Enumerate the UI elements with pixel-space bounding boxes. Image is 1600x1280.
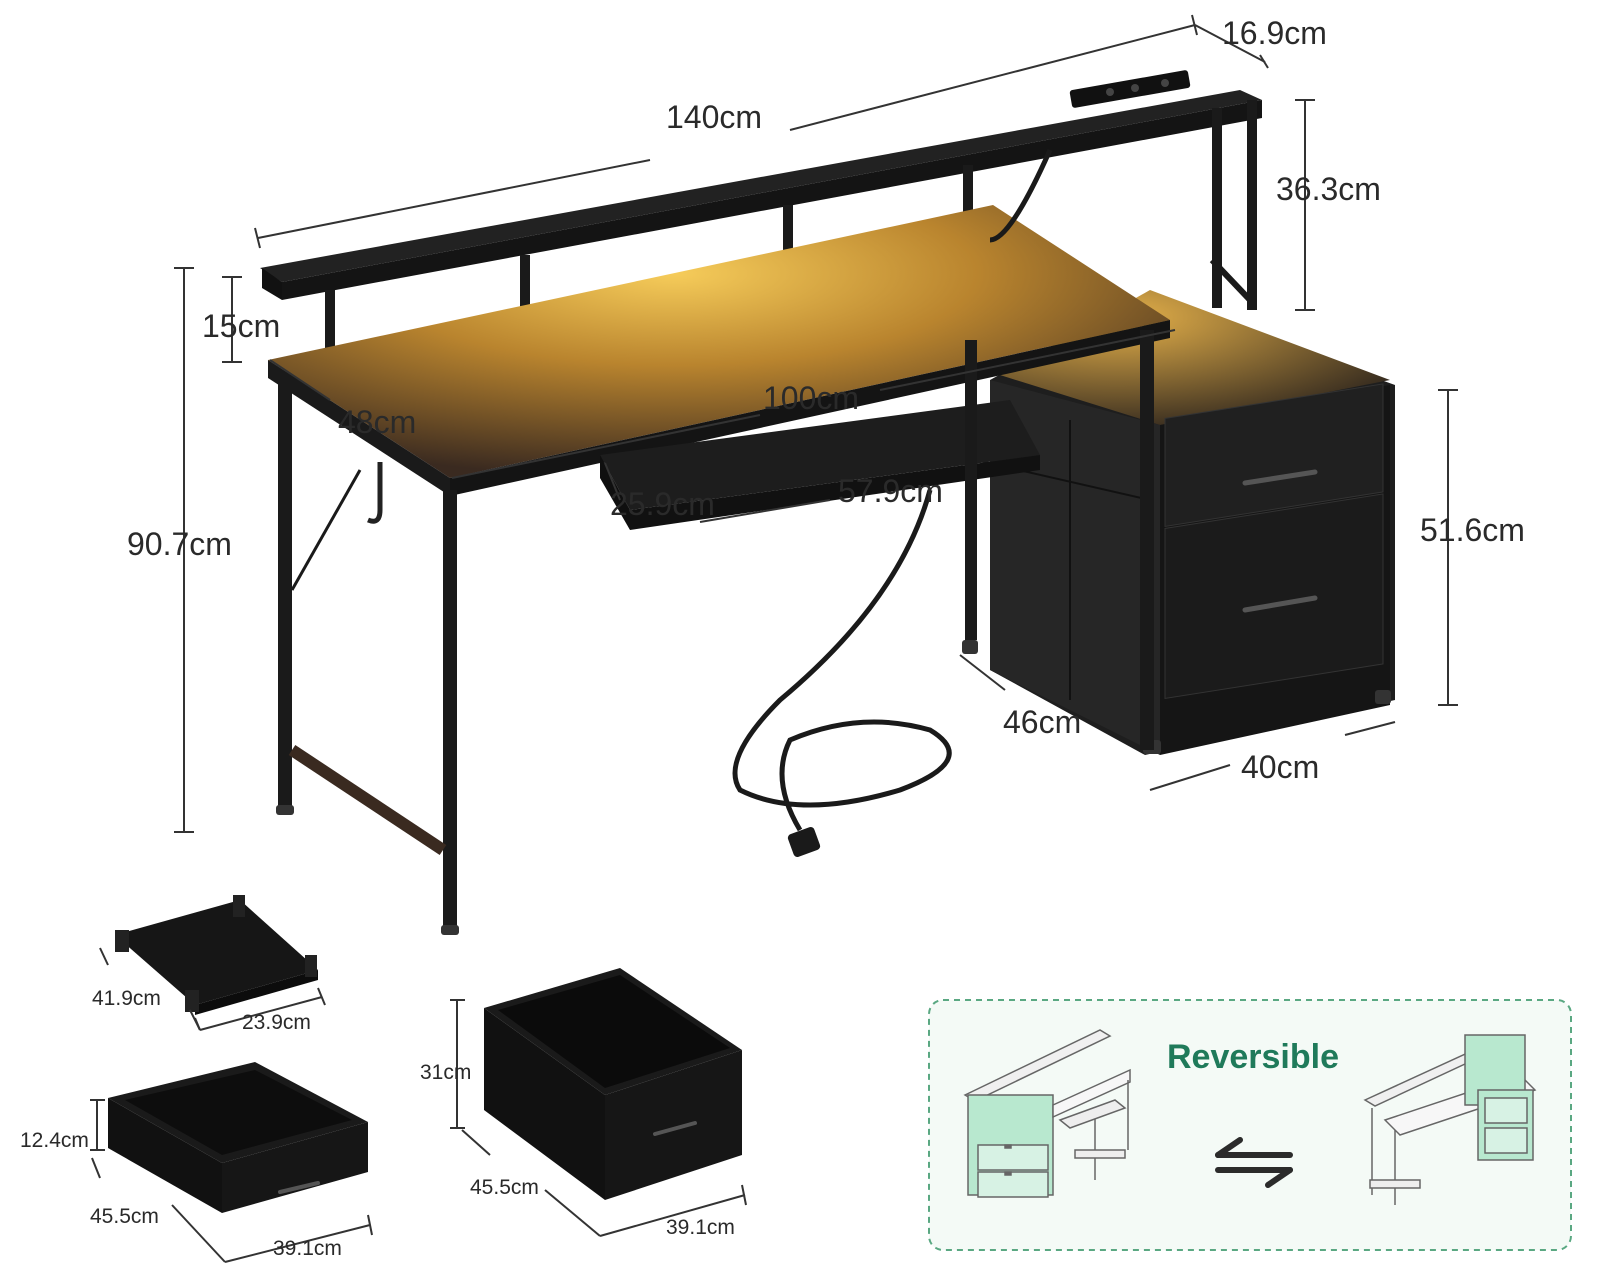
small-drawer-depth: 45.5cm [90,1205,159,1228]
dim-desk-width: 100cm [763,380,860,416]
desk-illustration [260,70,1395,935]
large-drawer-part [450,968,747,1237]
small-drawer-height: 12.4cm [20,1129,89,1152]
tray-part-depth: 23.9cm [242,1011,311,1034]
dim-cabinet-height: 51.6cm [1420,512,1525,548]
cabinet-drawer-top [1164,383,1384,528]
cabinet-drawer-bottom [1164,493,1384,700]
reversible-panel [928,999,1572,1251]
reversible-thumb-right [1363,1034,1537,1205]
power-strip [1069,70,1191,108]
reversible-title: Reversible [1167,1038,1339,1076]
desk-leg [278,380,292,810]
keyboard-tray-part [99,895,326,1031]
reversible-thumb-left [963,1029,1131,1198]
dim-desk-depth: 48cm [338,404,417,440]
small-drawer-part [90,1062,373,1263]
dim-total-width: 140cm [666,99,763,135]
swap-arrows-icon [1215,1137,1293,1188]
desktop-surface [268,205,1170,478]
drawer-handle-top [1242,469,1318,486]
dim-desk-height: 90.7cm [127,526,232,562]
large-drawer-depth: 45.5cm [470,1176,539,1199]
drawer-handle-bottom [1242,595,1318,613]
dim-cabinet-width: 40cm [1241,749,1320,785]
dim-shelf-gap: 15cm [202,308,281,344]
large-drawer-width: 39.1cm [666,1216,735,1239]
monitor-shelf [260,90,1262,282]
desk-leg [443,490,457,930]
dimension-lines [174,14,1458,833]
dim-tray-depth: 25.9cm [610,486,715,522]
small-drawer-width: 39.1cm [273,1237,342,1260]
keyboard-tray [600,400,1040,510]
dim-cabinet-depth: 46cm [1003,704,1082,740]
power-cord [732,148,1053,832]
large-drawer-height: 31cm [420,1061,472,1084]
dim-shelf-depth: 16.9cm [1222,15,1327,51]
dim-riser-height: 36.3cm [1276,171,1381,207]
dim-tray-width: 57.9cm [838,473,943,509]
tray-part-width: 41.9cm [92,987,161,1010]
